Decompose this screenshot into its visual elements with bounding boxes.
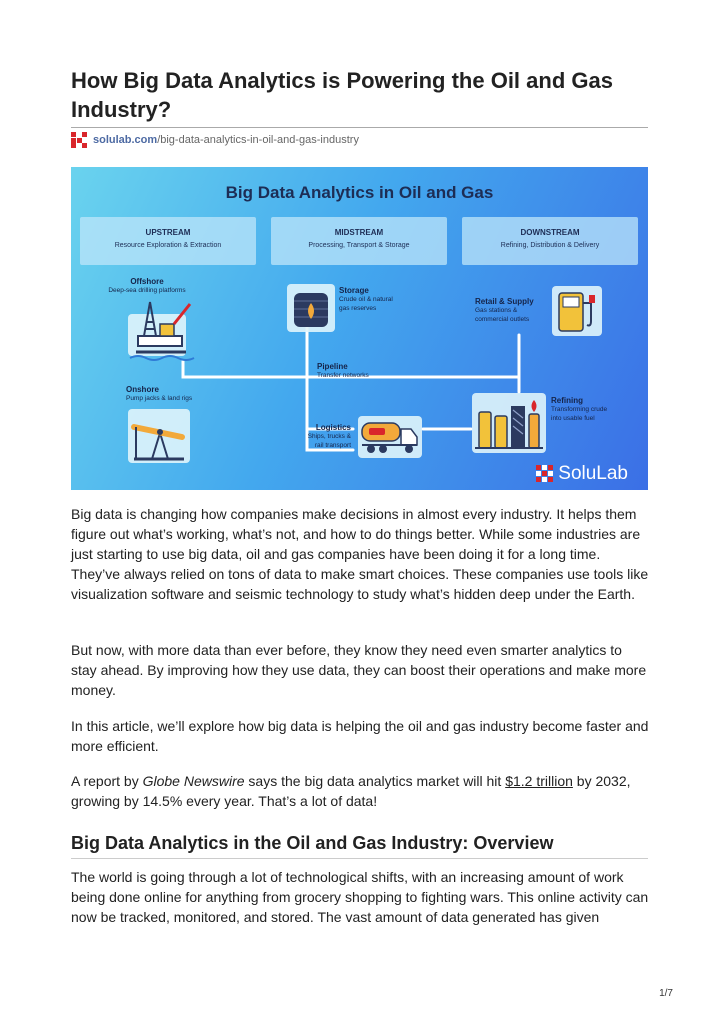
stage-upstream: UPSTREAM Resource Exploration & Extracti… <box>80 217 256 265</box>
report-source: Globe Newswire <box>142 773 245 789</box>
market-size-link[interactable]: $1.2 trillion <box>505 773 573 789</box>
node-refining: Refining Transforming crude into usable … <box>551 396 607 423</box>
onshore-title: Onshore <box>126 385 159 394</box>
logistics-desc-2: rail transport <box>314 442 351 449</box>
stage-name: UPSTREAM <box>145 228 191 237</box>
pipeline-desc: Transfer networks <box>317 372 369 379</box>
infographic-title: Big Data Analytics in Oil and Gas <box>225 183 494 202</box>
section-heading-overview: Big Data Analytics in the Oil and Gas In… <box>71 833 554 853</box>
pipeline-title: Pipeline <box>317 362 348 371</box>
node-onshore: Onshore Pump jacks & land rigs <box>126 385 192 403</box>
offshore-desc: Deep-sea drilling platforms <box>108 287 186 294</box>
paragraph-intro: Big data is changing how companies make … <box>71 506 649 602</box>
solulab-brand-icon <box>536 465 554 482</box>
solulab-brand: SoluLab <box>536 463 628 485</box>
source-domain: solulab.com <box>93 134 158 146</box>
offshore-title: Offshore <box>130 277 164 286</box>
node-storage: Storage Crude oil & natural gas reserves <box>339 286 393 313</box>
refinery-icon <box>472 393 546 453</box>
stage-name: MIDSTREAM <box>334 228 384 237</box>
p3-text: In this article, we’ll explore how big d… <box>71 718 649 754</box>
storage-desc-2: gas reserves <box>339 305 377 312</box>
stage-desc: Processing, Transport & Storage <box>308 242 410 249</box>
source-link[interactable]: solulab.com/big-data-analytics-in-oil-an… <box>71 131 359 149</box>
page-number: 1/7 <box>659 988 673 999</box>
node-retail: Retail & Supply Gas stations & commercia… <box>475 297 534 324</box>
paragraph-overview: The world is going through a lot of tech… <box>71 869 649 925</box>
refining-desc-1: Transforming crude <box>551 406 608 413</box>
section-divider <box>71 858 648 859</box>
stage-desc: Resource Exploration & Extraction <box>114 242 222 249</box>
source-path: /big-data-analytics-in-oil-and-gas-indus… <box>157 134 359 146</box>
storage-desc-1: Crude oil & natural <box>339 296 393 303</box>
p4-part-a: A report by <box>71 773 143 789</box>
title-divider <box>71 127 648 128</box>
infographic-image: Big Data Analytics in Oil and Gas UPSTRE… <box>71 167 648 490</box>
paragraph-market-report: A report by Globe Newswire says the big … <box>71 771 649 811</box>
stage-midstream: MIDSTREAM Processing, Transport & Storag… <box>271 217 447 265</box>
pump-jack-icon <box>128 409 190 463</box>
p4-part-b: says the big data analytics market will … <box>244 773 506 789</box>
node-pipeline: Pipeline Transfer networks <box>317 362 369 380</box>
page-title: How Big Data Analytics is Powering the O… <box>71 68 613 122</box>
logistics-title: Logistics <box>315 423 351 432</box>
refining-desc-2: into usable fuel <box>551 415 595 422</box>
retail-title: Retail & Supply <box>475 297 534 306</box>
source-url[interactable]: solulab.com/big-data-analytics-in-oil-an… <box>93 134 359 146</box>
retail-desc-1: Gas stations & <box>475 307 518 314</box>
refining-title: Refining <box>551 396 583 405</box>
storage-tank-icon <box>287 284 335 332</box>
offshore-platform-icon <box>128 301 195 361</box>
brand-name: SoluLab <box>558 463 628 484</box>
stage-downstream: DOWNSTREAM Refining, Distribution & Deli… <box>462 217 638 265</box>
paragraph-article-scope: In this article, we’ll explore how big d… <box>71 716 649 756</box>
logistics-desc-1: Ships, trucks & <box>307 433 351 440</box>
tanker-truck-icon <box>358 416 422 458</box>
connector-lines <box>181 312 521 452</box>
onshore-desc: Pump jacks & land rigs <box>126 395 193 402</box>
gas-pump-icon <box>552 286 602 336</box>
node-logistics: Logistics Ships, trucks & rail transport <box>297 423 351 450</box>
paragraph-analytics: But now, with more data than ever before… <box>71 642 647 698</box>
stage-desc: Refining, Distribution & Delivery <box>500 242 600 249</box>
stage-name: DOWNSTREAM <box>520 228 580 237</box>
solulab-logo-icon <box>71 132 87 148</box>
p4-part-c: by 2032, growing by 14.5% every year. Th… <box>71 773 631 809</box>
node-offshore: Offshore Deep-sea drilling platforms <box>97 277 197 295</box>
storage-title: Storage <box>339 286 369 295</box>
retail-desc-2: commercial outlets <box>475 316 530 323</box>
